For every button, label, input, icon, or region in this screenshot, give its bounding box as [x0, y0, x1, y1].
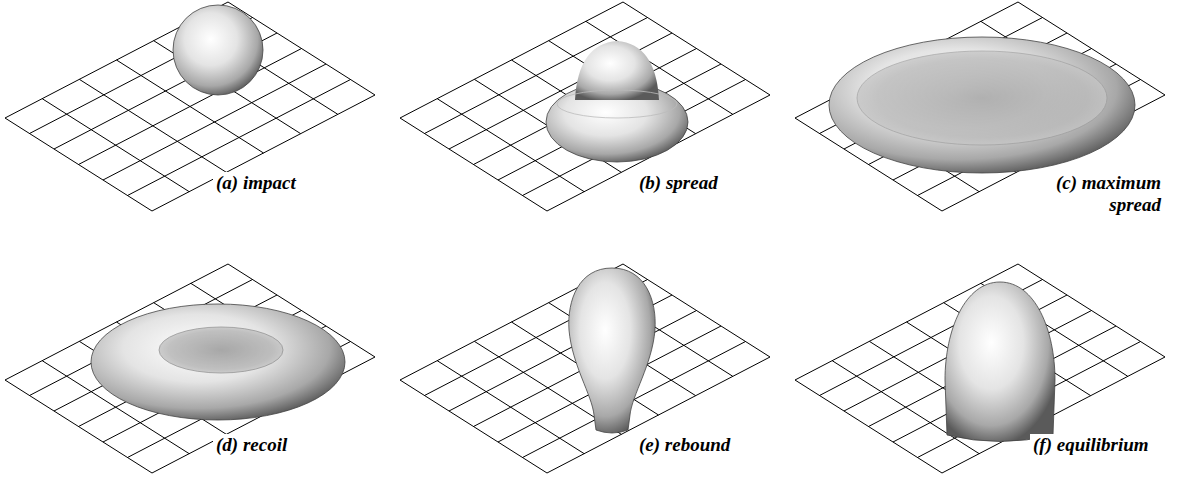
ground-grid: [400, 264, 770, 473]
panel-label: (a) impact: [213, 172, 299, 194]
droplet: [91, 304, 345, 420]
droplet: [569, 268, 655, 433]
droplet: [829, 37, 1135, 173]
panel-label: (d) recoil: [213, 434, 290, 456]
droplet: [857, 51, 1107, 145]
grid-line: [152, 95, 375, 211]
panel-label: (e) rebound: [636, 434, 733, 456]
ground-grid: [5, 264, 375, 473]
ground-grid: [400, 2, 770, 211]
panel-label: (c) maximum spread: [1036, 172, 1164, 216]
droplet: [945, 282, 1055, 442]
droplet: [557, 90, 677, 118]
droplet: [173, 5, 263, 95]
grid-line: [128, 80, 351, 196]
panel-label: (b) spread: [636, 172, 721, 194]
panel-label: (f) equilibrium: [1030, 434, 1152, 456]
droplet: [159, 327, 283, 373]
ground-grid: [795, 264, 1165, 473]
ground-grid: [5, 2, 375, 211]
droplet: [575, 41, 659, 100]
